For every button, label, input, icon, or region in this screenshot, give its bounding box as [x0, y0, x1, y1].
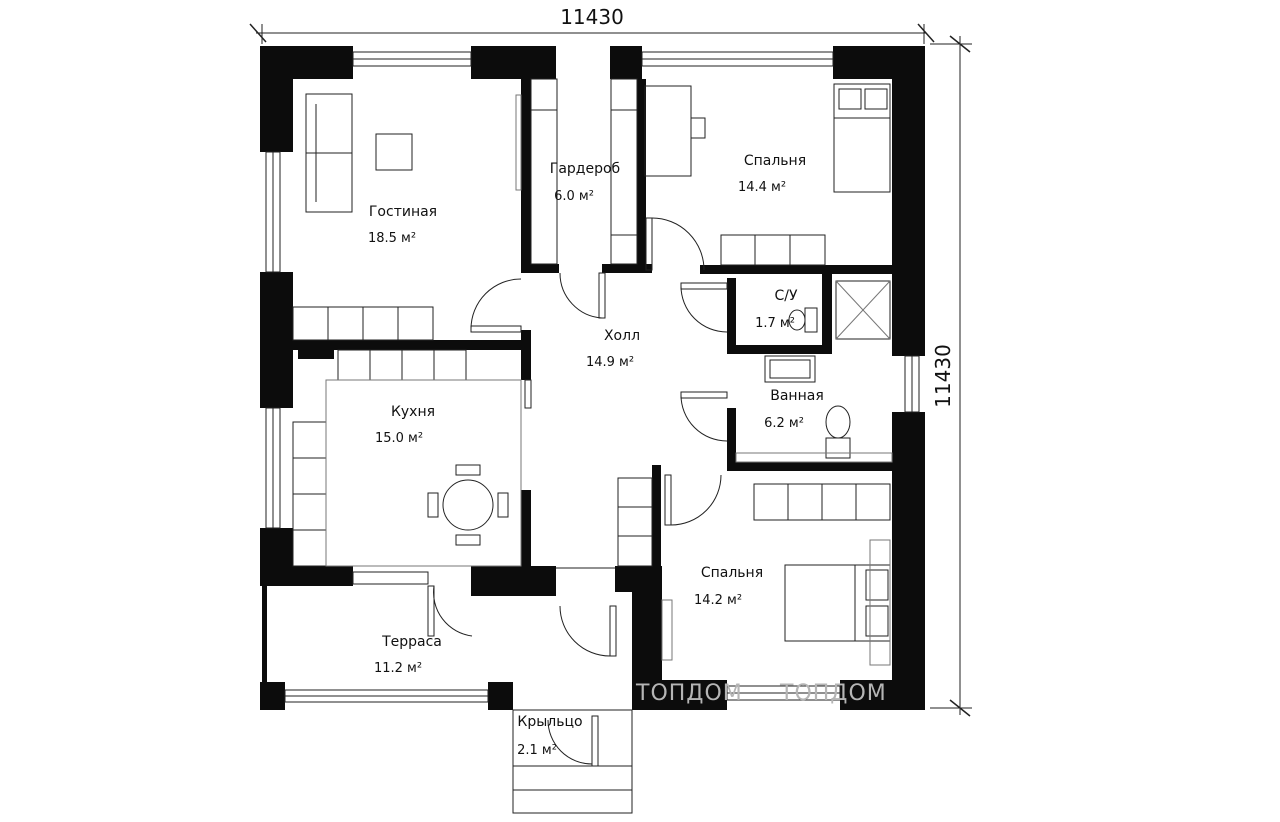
kitchen-name: Кухня [391, 404, 435, 420]
porch-name: Крыльцо [517, 714, 582, 730]
dimension-right: 11430 [930, 35, 972, 717]
wc-name: С/У [774, 288, 797, 304]
windows [265, 51, 920, 703]
terrace-area: 11.2 м² [374, 661, 422, 676]
watermark-text: ТОПДОМ [635, 681, 743, 706]
wc-area: 1.7 м² [755, 316, 795, 331]
living-room-area: 18.5 м² [368, 231, 416, 246]
interior-walls [293, 79, 892, 566]
bedroom2-name: Спальня [701, 565, 763, 581]
kitchen-area: 15.0 м² [375, 431, 423, 446]
porch-area: 2.1 м² [517, 743, 557, 758]
width-dimension: 11430 [560, 5, 624, 29]
dimension-top: 11430 [249, 5, 935, 44]
bedroom2-furniture [661, 483, 891, 666]
terrace-porch [512, 567, 633, 814]
living-room-name: Гостиная [369, 204, 437, 220]
hall-name: Холл [604, 328, 640, 344]
exterior-walls [260, 46, 925, 710]
bedroom1-name: Спальня [744, 153, 806, 169]
wardrobe-furniture [530, 78, 638, 265]
bedroom1-furniture [644, 83, 891, 266]
wardrobe-name: Гардероб [550, 161, 620, 177]
bathroom-area: 6.2 м² [764, 416, 804, 431]
wardrobe-area: 6.0 м² [554, 189, 594, 204]
terrace-name: Терраса [381, 634, 442, 650]
watermark-text: ТОПДОМ [779, 681, 887, 706]
doors [427, 217, 728, 767]
hall-area: 14.9 м² [586, 355, 634, 370]
room-labels: Гостиная 18.5 м² Гардероб 6.0 м² Спальня… [368, 153, 824, 758]
watermarks: ТОПДОМ ТОПДОМ [635, 681, 887, 706]
kitchen-furniture [292, 349, 522, 567]
living-room-furniture [292, 93, 522, 341]
bedroom1-area: 14.4 м² [738, 180, 786, 195]
hall-furniture [617, 477, 653, 567]
height-dimension: 11430 [931, 344, 955, 408]
bathroom-furniture [735, 280, 893, 463]
bathroom-name: Ванная [770, 388, 824, 404]
bedroom2-area: 14.2 м² [694, 593, 742, 608]
